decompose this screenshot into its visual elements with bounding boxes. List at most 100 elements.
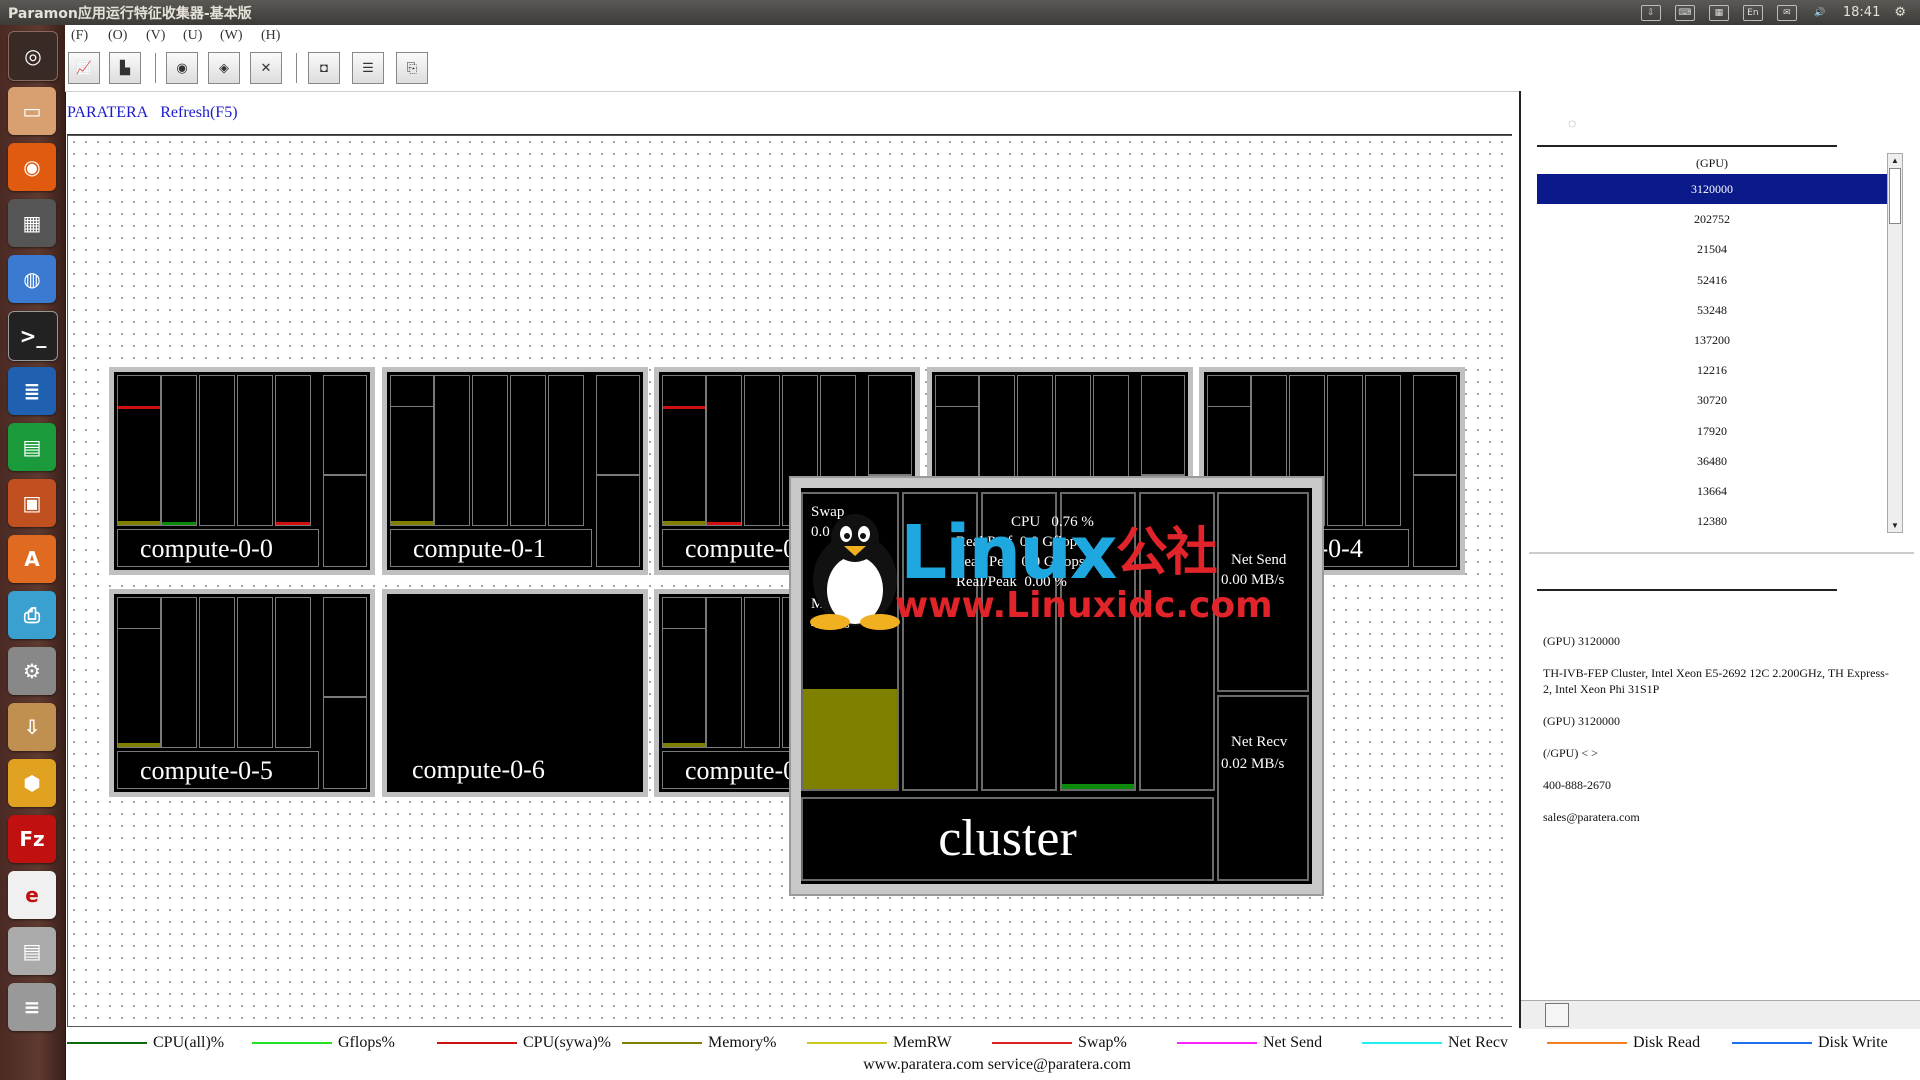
node-tile[interactable]: compute-0-5: [109, 589, 375, 797]
dash-icon[interactable]: ◎: [8, 31, 58, 81]
list-item[interactable]: 137200: [1537, 325, 1887, 355]
scroll-down-icon[interactable]: ▼: [1888, 519, 1902, 532]
calendar-icon[interactable]: ▦: [1709, 5, 1729, 21]
eye-icon[interactable]: ◉: [166, 52, 198, 84]
camera-icon[interactable]: ◘: [308, 52, 340, 84]
volume-icon[interactable]: 🔊: [1811, 6, 1829, 20]
gpu-list[interactable]: (GPU) 3120000202752215045241653248137200…: [1537, 152, 1887, 532]
keyboard-icon[interactable]: ⌨: [1675, 5, 1695, 21]
real-perf-text: Real Perf 0.0 Gflops: [956, 532, 1083, 552]
metric-bar: [275, 597, 311, 748]
node-tile[interactable]: compute-0-1: [382, 367, 648, 575]
software-center-icon[interactable]: A: [8, 535, 56, 583]
legend-swatch: [252, 1042, 332, 1044]
legend-item: Disk Write: [1732, 1034, 1888, 1052]
filezilla-icon[interactable]: Fz: [8, 815, 56, 863]
list-item[interactable]: 30720: [1537, 385, 1887, 415]
list-item[interactable]: 202752: [1537, 204, 1887, 234]
menu-user[interactable]: (U): [183, 28, 202, 44]
impress-icon[interactable]: ▣: [8, 479, 56, 527]
scroll-up-icon[interactable]: ▲: [1888, 154, 1902, 167]
loading-icon: ◌: [1568, 118, 1582, 132]
list-scrollbar[interactable]: ▲ ▼: [1887, 153, 1903, 533]
settings-icon[interactable]: ⚙: [8, 647, 56, 695]
trash-icon[interactable]: ≡: [8, 983, 56, 1031]
terminal-icon[interactable]: >_: [8, 311, 58, 361]
list-item[interactable]: 17920: [1537, 416, 1887, 446]
net-send-panel: [1217, 492, 1309, 692]
node-inner: compute-0-0: [114, 372, 370, 570]
refresh-link[interactable]: Refresh(F5): [160, 104, 237, 121]
chrome-icon[interactable]: ◍: [8, 255, 56, 303]
list-item[interactable]: 53248: [1537, 295, 1887, 325]
menu-help[interactable]: (H): [261, 28, 280, 44]
scroll-thumb[interactable]: [1889, 168, 1901, 224]
breadcrumb-root[interactable]: PARATERA: [67, 104, 148, 121]
list-item[interactable]: 12380: [1537, 506, 1887, 536]
metric-bar: [706, 375, 742, 526]
swap-line: [663, 406, 705, 409]
menu-operation[interactable]: (O): [108, 28, 127, 44]
list-item[interactable]: 36480: [1537, 446, 1887, 476]
legend-swatch: [807, 1042, 887, 1044]
download-icon[interactable]: ⇩: [1641, 5, 1661, 21]
scanner-icon[interactable]: ▤: [8, 927, 56, 975]
cluster-tile[interactable]: Swap 0.0 Memory 40.6% CPU 0.76 % Real Pe…: [789, 476, 1324, 896]
toolbar: 📈 ▙ ◉ ◈ ✕ ◘ ☰ ⎘: [65, 47, 1920, 92]
files-icon[interactable]: ▭: [8, 87, 56, 135]
side-divider: [597, 474, 639, 476]
legend-label: Net Recv: [1448, 1034, 1508, 1051]
info-email[interactable]: sales@paratera.com: [1543, 809, 1640, 825]
mail-icon[interactable]: ✉: [1777, 5, 1797, 21]
firefox-icon[interactable]: ◉: [8, 143, 56, 191]
horizontal-scroll-thumb[interactable]: [1545, 1003, 1569, 1027]
list-item[interactable]: 21504: [1537, 234, 1887, 264]
legend-item: CPU(sywa)%: [437, 1034, 611, 1052]
legend-swatch: [1362, 1042, 1442, 1044]
editor-icon[interactable]: e: [8, 871, 56, 919]
power-icon[interactable]: ⚙: [1894, 5, 1906, 20]
list-item[interactable]: 13664: [1537, 476, 1887, 506]
list-item[interactable]: 3120000: [1537, 174, 1887, 204]
list-item[interactable]: 12216: [1537, 355, 1887, 385]
node-tile[interactable]: compute-0-6: [382, 589, 648, 797]
node-side-panel: [1413, 375, 1457, 567]
gflops-line: [162, 522, 196, 525]
workspace-icon[interactable]: ▦: [8, 199, 56, 247]
archive-icon[interactable]: ⇩: [8, 703, 56, 751]
legend-item: Net Recv: [1362, 1034, 1508, 1052]
writer-icon[interactable]: ≣: [8, 367, 56, 415]
bar-divider: [936, 406, 978, 407]
net-recv-value: 0.02 MB/s: [1221, 754, 1284, 774]
node-name: compute-0-6: [390, 751, 592, 789]
tag-icon[interactable]: ◈: [208, 52, 240, 84]
bar-divider: [118, 628, 160, 629]
list-header[interactable]: (GPU): [1537, 152, 1887, 174]
keyboard-layout[interactable]: En: [1743, 5, 1763, 21]
printer-icon[interactable]: ⎙: [8, 591, 56, 639]
memory-line: [663, 521, 705, 525]
menu-view[interactable]: (V): [146, 28, 165, 44]
metric-bar: [662, 375, 706, 526]
list-icon[interactable]: ☰: [352, 52, 384, 84]
node-bars: [117, 375, 319, 526]
export-icon[interactable]: ⎘: [396, 52, 428, 84]
legend-label: Gflops%: [338, 1034, 395, 1051]
menu-file[interactable]: (F): [71, 28, 88, 44]
app-icon[interactable]: ⬢: [8, 759, 56, 807]
chart-icon[interactable]: 📈: [68, 52, 100, 84]
calc-icon[interactable]: ▤: [8, 423, 56, 471]
horizontal-scrollbar[interactable]: [1521, 1000, 1920, 1029]
list-item[interactable]: 52416: [1537, 265, 1887, 295]
legend-label: MemRW: [893, 1034, 952, 1051]
legend-label: CPU(all)%: [153, 1034, 224, 1051]
bar-chart-icon[interactable]: ▙: [109, 52, 141, 84]
node-side-panel: [323, 597, 367, 789]
legend-swatch: [67, 1042, 147, 1044]
menu-window[interactable]: (W): [220, 28, 243, 44]
peak-perf-text: Peak Perf 0.0 Gflops: [956, 552, 1085, 572]
tools-icon[interactable]: ✕: [250, 52, 282, 84]
bar-divider: [391, 406, 433, 407]
node-tile[interactable]: compute-0-0: [109, 367, 375, 575]
clock[interactable]: 18:41: [1843, 5, 1880, 20]
